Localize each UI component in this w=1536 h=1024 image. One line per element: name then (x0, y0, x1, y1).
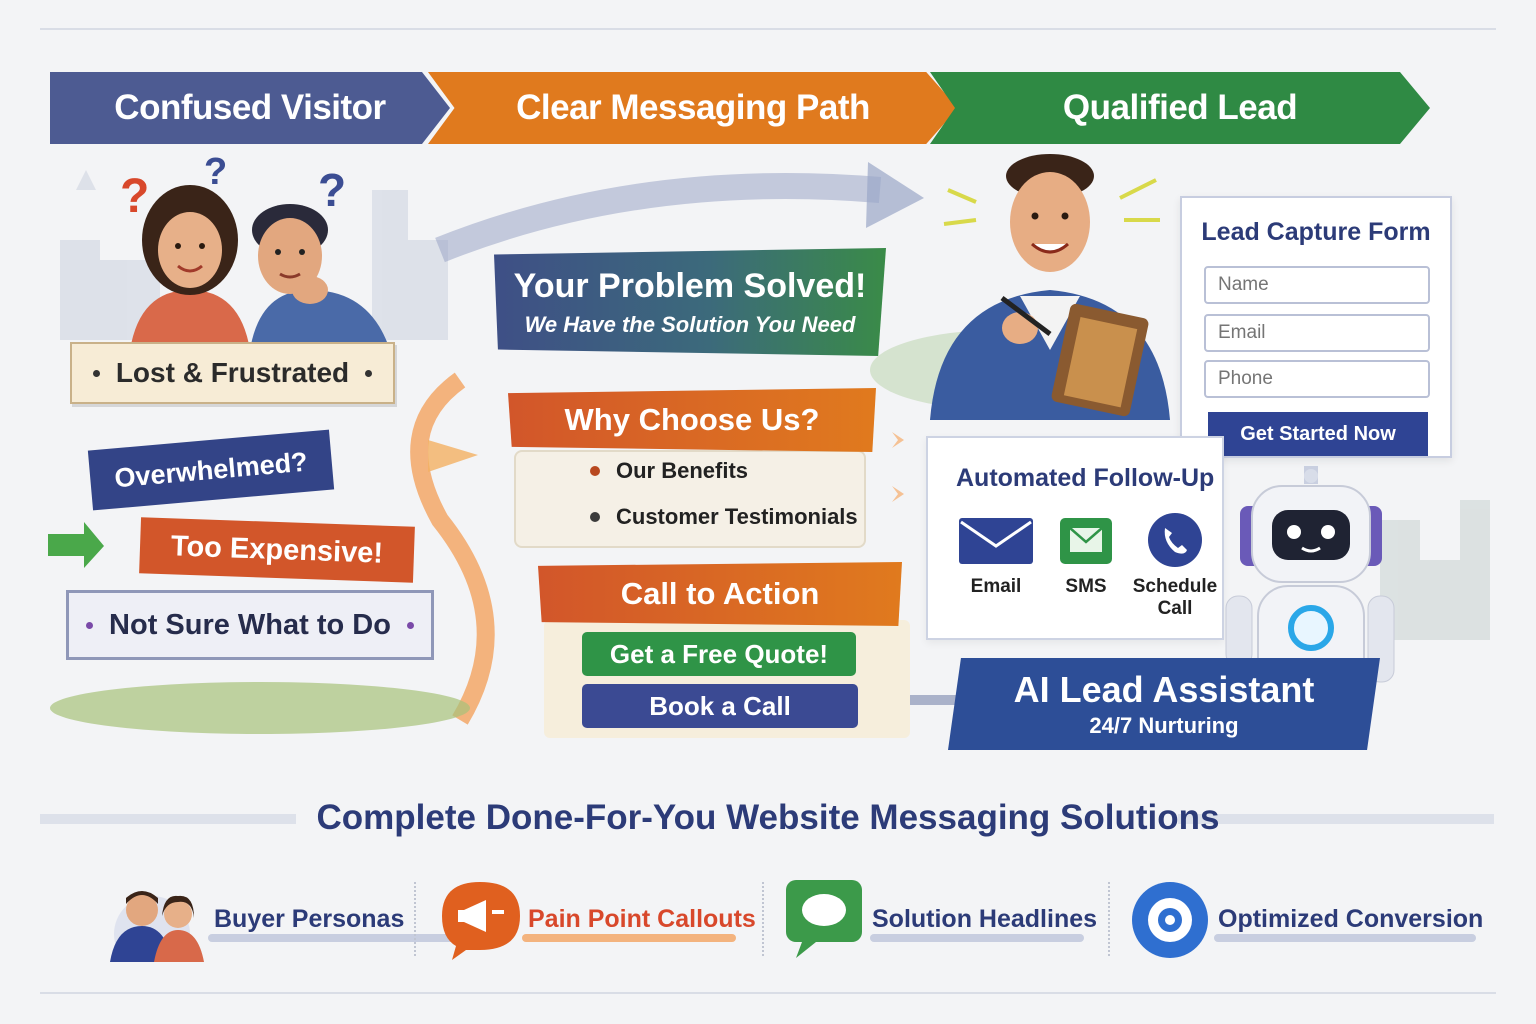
target-icon (1132, 882, 1208, 958)
schedule-label: Schedule (1132, 576, 1218, 597)
benefit-item: Customer Testimonials (590, 504, 858, 530)
why-choose-us-label: Why Choose Us? (564, 402, 820, 437)
woman-figure (130, 185, 250, 350)
stage-qualified-lead: Qualified Lead (930, 72, 1430, 144)
expensive-label: Too Expensive! (170, 529, 384, 570)
green-arrow-left (48, 522, 104, 568)
bullet-dot (406, 621, 414, 629)
sms-icon (1060, 518, 1112, 564)
banner-too-expensive: Too Expensive! (139, 517, 415, 583)
benefits-card: Our Benefits Customer Testimonials (514, 450, 866, 548)
separator (1108, 882, 1110, 956)
feature-label: Pain Point Callouts (528, 904, 756, 933)
banner-not-sure: Not Sure What to Do (66, 590, 434, 660)
buyer-personas-icon (110, 891, 204, 962)
headline-rule-right (1178, 814, 1494, 824)
feature-underline (522, 934, 736, 942)
separator (414, 882, 416, 956)
problem-solved-subheadline: We Have the Solution You Need (524, 311, 856, 337)
follow-up-email[interactable]: Email (954, 516, 1038, 598)
flow-curve-left (410, 372, 495, 725)
lead-capture-form: Lead Capture Form Get Started Now (1180, 196, 1452, 458)
feature-underline (1214, 934, 1476, 942)
top-border (40, 28, 1496, 30)
sparkles (892, 432, 904, 502)
bullet-dot (590, 466, 600, 476)
automated-follow-up-card: Automated Follow-Up Email SMS Schedule C… (926, 436, 1224, 640)
free-quote-label: Get a Free Quote! (609, 638, 829, 669)
phone-icon (1148, 513, 1202, 567)
bullet-dot (86, 621, 94, 629)
call-to-action-banner: Call to Action (538, 562, 902, 626)
call-label: Call (1157, 598, 1193, 619)
headline-rule-left (40, 814, 296, 824)
name-field[interactable] (1204, 266, 1430, 304)
feature-pain-point-callouts: Pain Point Callouts (436, 876, 756, 962)
benefit-item-label: Our Benefits (616, 458, 749, 483)
confused-visitors-illustration: ? ? ? (120, 151, 390, 350)
lines-burst-icon (943, 178, 1160, 226)
landscape-left (50, 682, 470, 734)
stage-path-label: Clear Messaging Path (516, 88, 870, 127)
stage-confused-visitor: Confused Visitor (50, 72, 450, 144)
pen-icon (1000, 296, 1052, 336)
phone-field[interactable] (1204, 360, 1430, 398)
bullet-dot (590, 512, 600, 522)
feature-label: Optimized Conversion (1218, 904, 1484, 933)
bullet-dot (365, 369, 373, 377)
feature-label: Solution Headlines (872, 904, 1098, 933)
ai-lead-assistant-banner: AI Lead Assistant 24/7 Nurturing (948, 658, 1380, 750)
book-call-label: Book a Call (649, 690, 791, 721)
question-mark-icon: ? (204, 151, 227, 193)
stage-qualified-label: Qualified Lead (1062, 88, 1298, 127)
follow-up-email-label: Email (970, 576, 1022, 597)
problem-solved-banner: Your Problem Solved! We Have the Solutio… (494, 248, 886, 356)
power-core-icon (1288, 605, 1334, 651)
bottom-border (40, 992, 1496, 994)
separator (762, 882, 764, 956)
email-icon (959, 518, 1033, 564)
follow-up-title: Automated Follow-Up (956, 464, 1215, 492)
bullet-dot (92, 369, 100, 377)
flow-arrow-top (435, 173, 882, 263)
feature-underline (208, 934, 478, 942)
qualified-lead-illustration (930, 154, 1170, 420)
email-field[interactable] (1204, 314, 1430, 352)
not-sure-label: Not Sure What to Do (109, 608, 391, 641)
lead-form-title: Lead Capture Form (1201, 218, 1431, 246)
feature-underline (870, 934, 1084, 942)
ai-assistant-subtitle: 24/7 Nurturing (1089, 713, 1239, 738)
overwhelmed-label: Overwhelmed? (113, 446, 309, 493)
stage-confused-label: Confused Visitor (114, 88, 386, 127)
lost-label: Lost & Frustrated (115, 357, 350, 388)
stage-clear-messaging-path: Clear Messaging Path (428, 72, 958, 144)
man-figure (250, 204, 390, 350)
follow-up-sms-label: SMS (1065, 576, 1107, 597)
chat-bubble-icon (786, 880, 862, 958)
problem-solved-headline: Your Problem Solved! (513, 266, 867, 305)
banner-lost-frustrated: Lost & Frustrated (70, 342, 395, 404)
get-started-button[interactable]: Get Started Now (1208, 412, 1428, 456)
skyline-left (60, 170, 448, 340)
question-mark-icon: ? (120, 170, 149, 223)
follow-up-sms[interactable]: SMS (1046, 516, 1126, 598)
feature-label: Buyer Personas (214, 904, 405, 933)
free-quote-button[interactable]: Get a Free Quote! (582, 632, 856, 676)
solutions-headline: Complete Done-For-You Website Messaging … (316, 798, 1220, 837)
feature-solution-headlines: Solution Headlines (782, 876, 1097, 962)
call-to-action-label: Call to Action (620, 576, 820, 611)
flow-arrowhead-top (866, 162, 924, 228)
benefit-item: Our Benefits (590, 458, 748, 484)
question-mark-icon: ? (318, 164, 346, 216)
skyline-right (1380, 500, 1490, 640)
follow-up-schedule-call[interactable]: Schedule Call (1128, 513, 1222, 620)
megaphone-icon (442, 882, 520, 960)
benefit-item-label: Customer Testimonials (616, 504, 858, 529)
feature-optimized-conversion: Optimized Conversion (1128, 876, 1483, 962)
feature-buyer-personas: Buyer Personas (98, 876, 478, 962)
book-call-button[interactable]: Book a Call (582, 684, 858, 728)
flow-arrowhead-mid (428, 440, 478, 472)
ai-assistant-title: AI Lead Assistant (1013, 669, 1315, 710)
why-choose-us-banner: Why Choose Us? (508, 388, 876, 452)
